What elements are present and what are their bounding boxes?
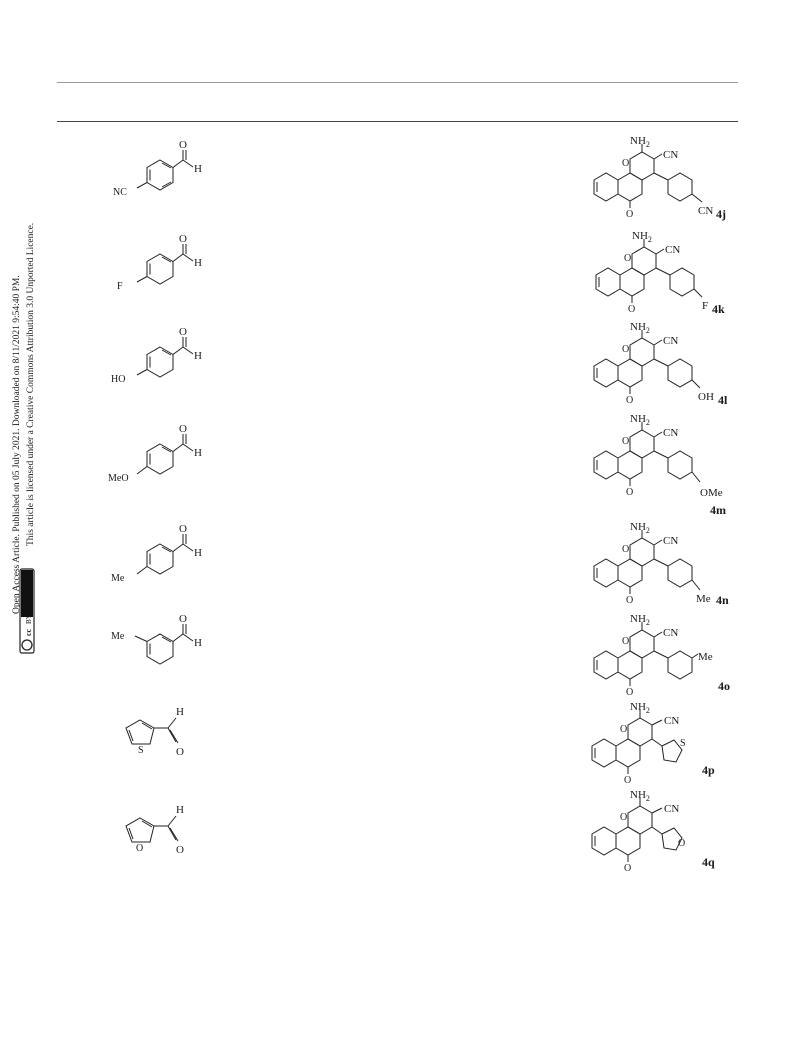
product-substituent: Me	[696, 593, 711, 605]
product-4j: NH2 CN O O CN 4j	[593, 135, 726, 221]
reactant-4q: H O O	[125, 804, 184, 856]
compound-label: 4p	[702, 763, 715, 777]
reactant-4p: H O S	[125, 706, 184, 758]
pyran-o: O	[624, 253, 631, 264]
cn: CN	[663, 335, 678, 347]
nh2: NH2	[630, 613, 650, 627]
cn: CN	[664, 803, 679, 815]
reactant-4m: O H MeO	[108, 423, 202, 484]
aldehyde-h: H	[176, 706, 184, 718]
reactant-4n: O H Me	[111, 523, 202, 584]
aldehyde-o: O	[179, 523, 187, 535]
pyran-o: O	[622, 636, 629, 647]
pyran-o: O	[622, 436, 629, 447]
cc-text: cc	[24, 628, 33, 636]
reactant-4o: O H Me	[111, 613, 202, 665]
cn: CN	[664, 715, 679, 727]
aldehyde-o: O	[176, 844, 184, 856]
nh2: NH2	[630, 135, 650, 149]
reactant-substituent: Me	[111, 573, 125, 584]
compound-label: 4q	[702, 855, 715, 869]
aldehyde-o: O	[179, 326, 187, 338]
aldehyde-o: O	[179, 423, 187, 435]
reactant-substituent: MeO	[108, 473, 129, 484]
product-substituent: CN	[698, 205, 713, 217]
product-4l: NH2 CN O O OH 4l	[593, 321, 728, 407]
nh2: NH2	[630, 413, 650, 427]
aldehyde-h: H	[176, 804, 184, 816]
pyran-o: O	[622, 158, 629, 169]
carbonyl-o: O	[624, 863, 631, 874]
table-header-rule	[57, 121, 738, 122]
reactant-substituent: Me	[111, 631, 125, 642]
cn: CN	[663, 627, 678, 639]
compound-label: 4k	[712, 302, 725, 316]
product-4k: NH2 CN O O F 4k	[595, 230, 725, 316]
compound-label: 4j	[716, 207, 726, 221]
product-4m: NH2 CN O O OMe 4m	[593, 413, 726, 517]
cn: CN	[663, 427, 678, 439]
carbonyl-o: O	[628, 304, 635, 315]
aldehyde-h: H	[194, 163, 202, 175]
compound-label: 4m	[710, 503, 726, 517]
table-top-rule	[57, 82, 738, 83]
carbonyl-o: O	[626, 209, 633, 220]
compound-label: 4n	[716, 593, 729, 607]
pyran-o: O	[620, 724, 627, 735]
aldehyde-h: H	[194, 547, 202, 559]
pyran-o: O	[620, 812, 627, 823]
pyran-o: O	[622, 344, 629, 355]
aldehyde-h: H	[194, 447, 202, 459]
license-sidebar: Open Access Article. Published on 05 Jul…	[0, 0, 60, 700]
aldehyde-o: O	[179, 613, 187, 625]
aldehyde-o: O	[176, 746, 184, 758]
carbonyl-o: O	[626, 595, 633, 606]
cn: CN	[663, 535, 678, 547]
aldehyde-o: O	[179, 139, 187, 151]
license-line-2: This article is licensed under a Creativ…	[26, 223, 36, 546]
cc-badge-dark	[21, 570, 33, 617]
cn: CN	[665, 244, 680, 256]
reactant-4k: O H F	[117, 233, 202, 292]
nh2: NH2	[630, 321, 650, 335]
carbonyl-o: O	[626, 687, 633, 698]
reactant-4j: O H NC	[113, 139, 202, 198]
aldehyde-h: H	[194, 637, 202, 649]
aldehyde-o: O	[179, 233, 187, 245]
product-substituent: F	[702, 300, 708, 312]
carbonyl-o: O	[626, 487, 633, 498]
product-substituent: Me	[698, 651, 713, 663]
aldehyde-h: H	[194, 257, 202, 269]
product-4o: NH2 CN O O Me 4o	[593, 613, 730, 698]
license-line-1: Open Access Article. Published on 05 Jul…	[12, 275, 22, 614]
ring-heteroatom: O	[136, 843, 143, 854]
nh2: NH2	[630, 521, 650, 535]
product-4p: NH2 CN O O S 4p	[591, 701, 715, 786]
carbonyl-o: O	[624, 775, 631, 786]
pyran-o: O	[622, 544, 629, 555]
nh2: NH2	[630, 789, 650, 803]
reactant-substituent: HO	[111, 374, 125, 385]
ring-heteroatom: S	[138, 745, 144, 756]
reactant-substituent: F	[117, 281, 123, 292]
compound-label: 4o	[718, 679, 730, 693]
reactant-substituent: NC	[113, 187, 127, 198]
carbonyl-o: O	[626, 395, 633, 406]
ring-heteroatom: O	[678, 838, 685, 849]
product-4q: NH2 CN O O O 4q	[591, 789, 715, 874]
nh2: NH2	[632, 230, 652, 244]
ring-heteroatom: S	[680, 738, 686, 749]
nh2: NH2	[630, 701, 650, 715]
by-text: BY	[25, 614, 33, 624]
product-4n: NH2 CN O O Me 4n	[593, 521, 729, 607]
cc-icon	[21, 639, 33, 651]
compound-label: 4l	[718, 393, 728, 407]
product-substituent: OMe	[700, 487, 723, 499]
aldehyde-h: H	[194, 350, 202, 362]
product-substituent: OH	[698, 391, 714, 403]
cn: CN	[663, 149, 678, 161]
reactant-4l: O H HO	[111, 326, 202, 385]
